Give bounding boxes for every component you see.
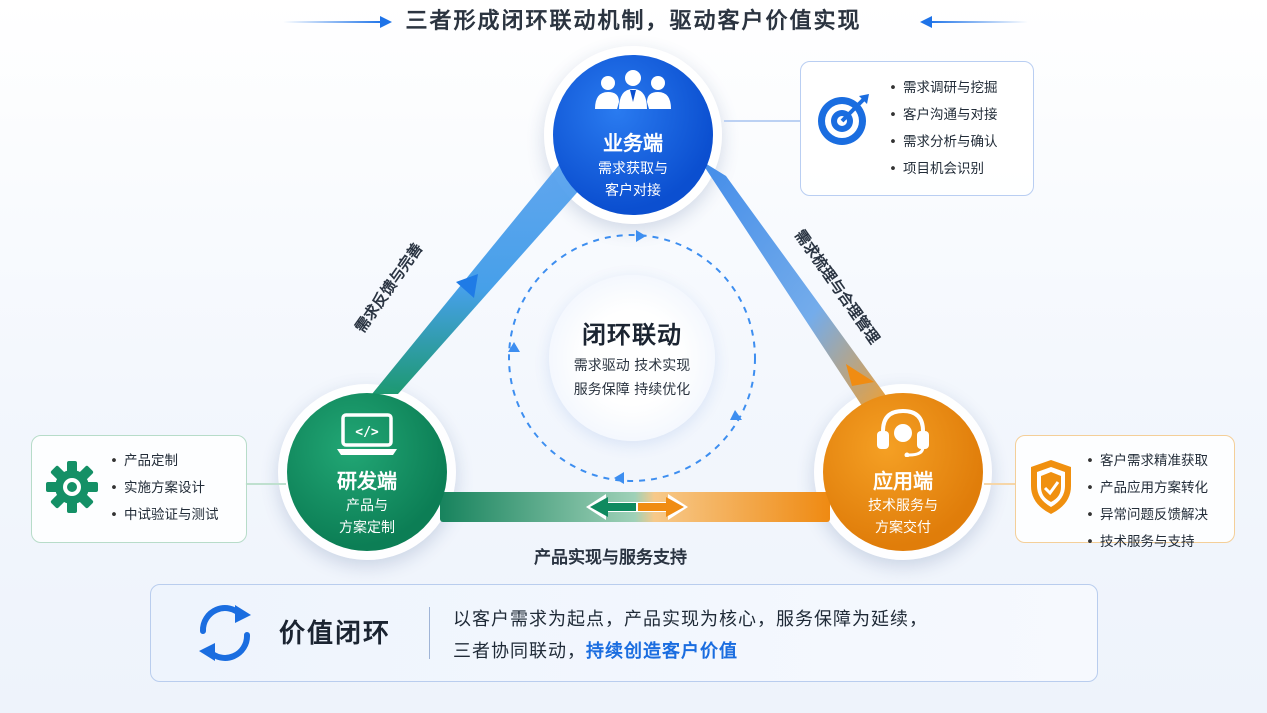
list-item: 客户沟通与对接 — [889, 102, 998, 129]
target-icon — [818, 94, 869, 145]
node-application: 应用端 技术服务与 方案交付 — [814, 384, 992, 560]
edge-right-band — [700, 160, 892, 412]
card-application: 客户需求精准获取 产品应用方案转化 异常问题反馈解决 技术服务与支持 — [1015, 435, 1235, 550]
cycle-arrow-right — [730, 410, 742, 420]
card-business-list: 需求调研与挖掘 客户沟通与对接 需求分析与确认 项目机会识别 — [889, 75, 998, 183]
code-laptop-icon: </> — [337, 413, 397, 455]
list-item: 客户需求精准获取 — [1086, 448, 1208, 475]
node-application-sub-1: 技术服务与 — [868, 498, 938, 514]
team-icon — [595, 70, 671, 109]
arrow-right-icon — [380, 16, 392, 28]
node-rd-title: 研发端 — [337, 469, 397, 493]
list-item: 技术服务与支持 — [1086, 529, 1208, 556]
refresh-cycle-icon — [199, 605, 251, 661]
shield-icon — [1031, 460, 1071, 514]
node-business: 业务端 需求获取与 客户对接 — [544, 46, 722, 224]
value-loop-line-1: 以客户需求为起点，产品实现为核心，服务保障为延续， — [453, 609, 928, 630]
bottom-double-arrow — [586, 494, 688, 520]
edge-left-band — [372, 160, 590, 394]
node-business-sub-2: 客户对接 — [605, 183, 661, 199]
header-right-arrow-line — [928, 21, 1028, 23]
value-loop-line-2-prefix: 三者协同联动， — [453, 641, 586, 662]
svg-text:</>: </> — [355, 425, 379, 440]
node-business-title: 业务端 — [603, 131, 663, 155]
edge-right-arrowhead — [846, 364, 874, 386]
divider — [429, 607, 430, 659]
node-application-sub-2: 方案交付 — [875, 520, 931, 536]
list-item: 中试验证与测试 — [110, 502, 219, 529]
page-title: 三者形成闭环联动机制，驱动客户价值实现 — [405, 9, 862, 34]
center-title: 闭环联动 — [582, 321, 682, 349]
edge-label-bottom: 产品实现与服务支持 — [534, 548, 687, 568]
node-rd-sub-2: 方案定制 — [339, 520, 395, 536]
value-loop-line-2: 三者协同联动，持续创造客户价值 — [453, 637, 738, 663]
value-loop-panel: 价值闭环 以客户需求为起点，产品实现为核心，服务保障为延续， 三者协同联动，持续… — [150, 584, 1098, 682]
list-item: 需求调研与挖掘 — [889, 75, 998, 102]
list-item: 实施方案设计 — [110, 475, 219, 502]
arrow-left-icon — [920, 16, 932, 28]
headset-icon — [877, 408, 929, 457]
bottom-double-arrow-right — [638, 497, 684, 517]
cycle-arrow-left — [508, 342, 520, 352]
list-item: 产品定制 — [110, 448, 219, 475]
card-rd-list: 产品定制 实施方案设计 中试验证与测试 — [110, 448, 219, 529]
value-loop-title: 价值闭环 — [279, 619, 392, 649]
header: 三者形成闭环联动机制，驱动客户价值实现 — [0, 4, 1267, 40]
node-rd: </> 研发端 产品与 方案定制 — [278, 384, 456, 560]
node-business-sub-1: 需求获取与 — [598, 161, 668, 177]
center-line-1: 需求驱动 技术实现 — [573, 358, 691, 374]
list-item: 项目机会识别 — [889, 156, 998, 183]
node-application-title: 应用端 — [873, 469, 933, 493]
gear-icon — [46, 461, 98, 513]
list-item: 需求分析与确认 — [889, 129, 998, 156]
header-left-arrow-line — [283, 21, 383, 23]
center-line-2: 服务保障 持续优化 — [573, 382, 691, 398]
card-business: 需求调研与挖掘 客户沟通与对接 需求分析与确认 项目机会识别 — [800, 61, 1034, 196]
cycle-arrow-top — [636, 230, 646, 242]
cycle-arrow-bottom — [614, 472, 624, 484]
list-item: 产品应用方案转化 — [1086, 475, 1208, 502]
card-application-list: 客户需求精准获取 产品应用方案转化 异常问题反馈解决 技术服务与支持 — [1086, 448, 1208, 556]
center-hub: 闭环联动 需求驱动 技术实现 服务保障 持续优化 — [549, 275, 715, 441]
center-dashed-ring — [508, 234, 756, 482]
bottom-double-arrow-left — [590, 497, 636, 517]
card-rd: 产品定制 实施方案设计 中试验证与测试 — [31, 435, 247, 543]
edge-left-arrowhead — [456, 274, 478, 298]
node-rd-sub-1: 产品与 — [346, 498, 388, 514]
list-item: 异常问题反馈解决 — [1086, 502, 1208, 529]
value-loop-highlight: 持续创造客户价值 — [586, 641, 738, 662]
